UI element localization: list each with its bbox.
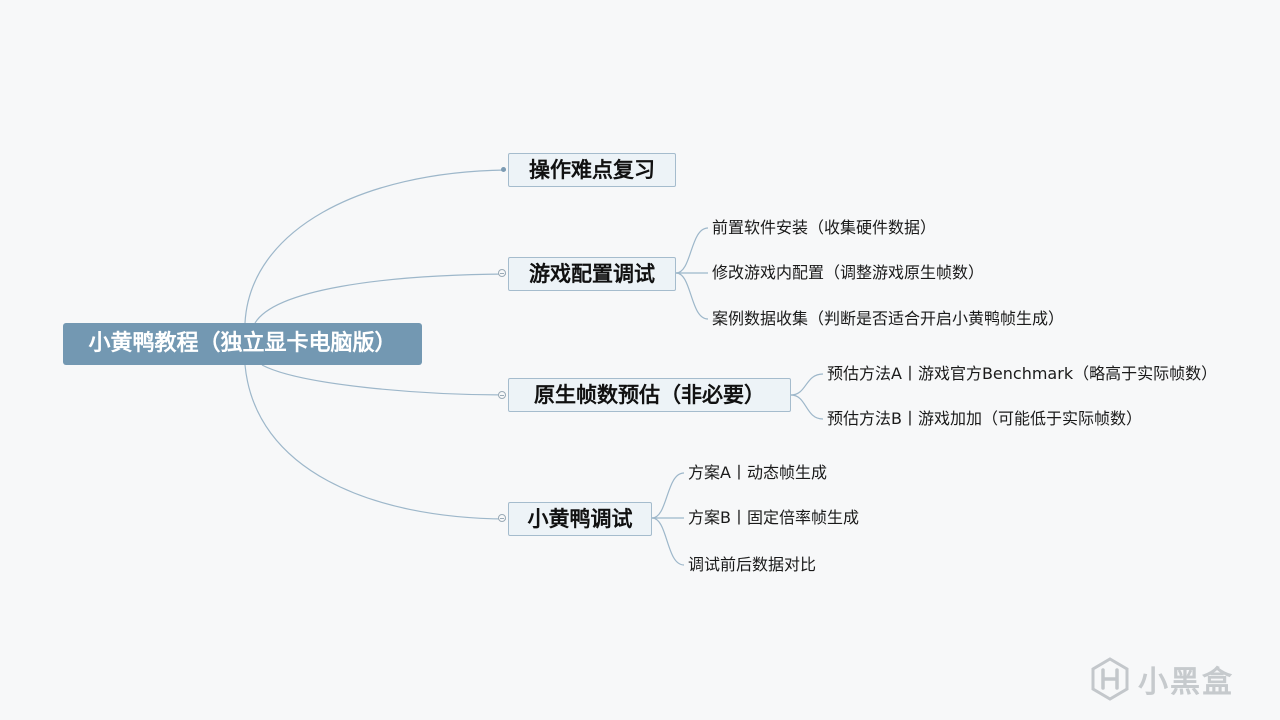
- topic-native-fps-estimate[interactable]: 原生帧数预估（非必要）: [508, 378, 791, 412]
- connector-branch-2-child-3: [675, 272, 709, 320]
- collapse-toggle-branch-3[interactable]: [498, 391, 506, 399]
- mindmap-root-topic[interactable]: 小黄鸭教程（独立显卡电脑版）: [63, 323, 422, 365]
- subtopic-case-data[interactable]: 案例数据收集（判断是否适合开启小黄鸭帧生成）: [712, 309, 1065, 328]
- connector-branch-2-child-1: [675, 227, 709, 274]
- connector-branch-3-child-1: [790, 373, 824, 396]
- subtopic-plan-a[interactable]: 方案A丨动态帧生成: [688, 463, 827, 482]
- subtopic-plan-b[interactable]: 方案B丨固定倍率帧生成: [688, 508, 859, 527]
- watermark: 小黑盒: [1090, 654, 1234, 704]
- topic-operation-review[interactable]: 操作难点复习: [508, 153, 676, 187]
- subtopic-estimate-method-a[interactable]: 预估方法A丨游戏官方Benchmark（略高于实际帧数）: [827, 364, 1218, 383]
- heybox-logo-icon: [1091, 657, 1129, 701]
- connector-root-to-branch-1: [244, 169, 507, 324]
- connector-branch-4-child-3: [651, 517, 685, 566]
- subtopic-data-compare[interactable]: 调试前后数据对比: [688, 555, 817, 574]
- subtopic-estimate-method-b[interactable]: 预估方法B丨游戏加加（可能低于实际帧数）: [827, 409, 1142, 428]
- subtopic-ingame-config[interactable]: 修改游戏内配置（调整游戏原生帧数）: [712, 263, 985, 282]
- collapse-toggle-branch-2[interactable]: [498, 269, 506, 277]
- topic-game-config[interactable]: 游戏配置调试: [508, 257, 676, 291]
- subtopic-software-install[interactable]: 前置软件安装（收集硬件数据）: [712, 218, 937, 237]
- connector-root-to-branch-4: [244, 364, 507, 520]
- connector-root-to-branch-2: [254, 273, 507, 324]
- collapse-toggle-branch-4[interactable]: [498, 514, 506, 522]
- connector-branch-3-child-2: [790, 394, 824, 420]
- branch-1-anchor-dot: [501, 167, 506, 172]
- connector-root-to-branch-3: [261, 364, 507, 396]
- watermark-text: 小黑盒: [1138, 665, 1234, 700]
- topic-duck-tuning[interactable]: 小黄鸭调试: [508, 502, 652, 536]
- connector-branch-4-child-1: [651, 472, 685, 519]
